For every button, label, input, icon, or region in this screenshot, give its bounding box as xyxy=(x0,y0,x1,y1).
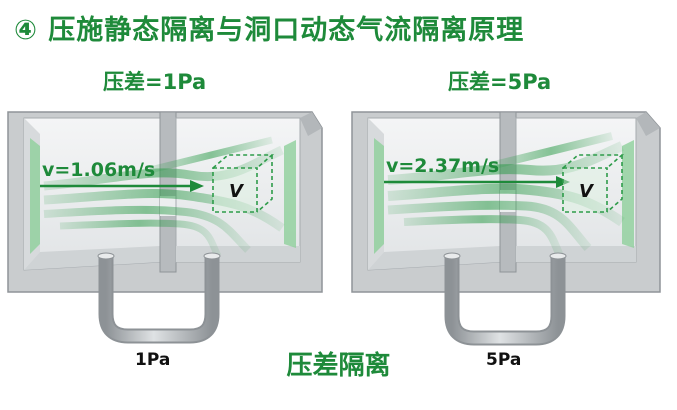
pressure-label: 压差=5Pa xyxy=(448,70,551,94)
velocity-label: v=1.06m/s xyxy=(42,159,155,181)
section-caption: 压差隔离 xyxy=(286,351,391,381)
pressure-label: 压差=1Pa xyxy=(103,70,206,94)
panel-right: 压差=5Pa v=2.37m/s xyxy=(351,70,661,370)
volume-symbol: V xyxy=(579,181,595,202)
gauge-label: 5Pa xyxy=(486,350,521,370)
page-title: ④ 压施静态隔离与洞口动态气流隔离原理 xyxy=(14,15,525,46)
velocity-label: v=2.37m/s xyxy=(386,155,499,177)
u-tube-manometer xyxy=(443,252,567,346)
flow-arrow xyxy=(40,180,204,192)
u-tube-manometer xyxy=(97,252,221,344)
control-volume-cube: V xyxy=(212,154,275,213)
control-volume-cube: V xyxy=(562,154,625,213)
gauge-label: 1Pa xyxy=(135,350,170,370)
panel-left: 压差=1Pa xyxy=(7,70,323,370)
volume-symbol: V xyxy=(229,181,245,202)
